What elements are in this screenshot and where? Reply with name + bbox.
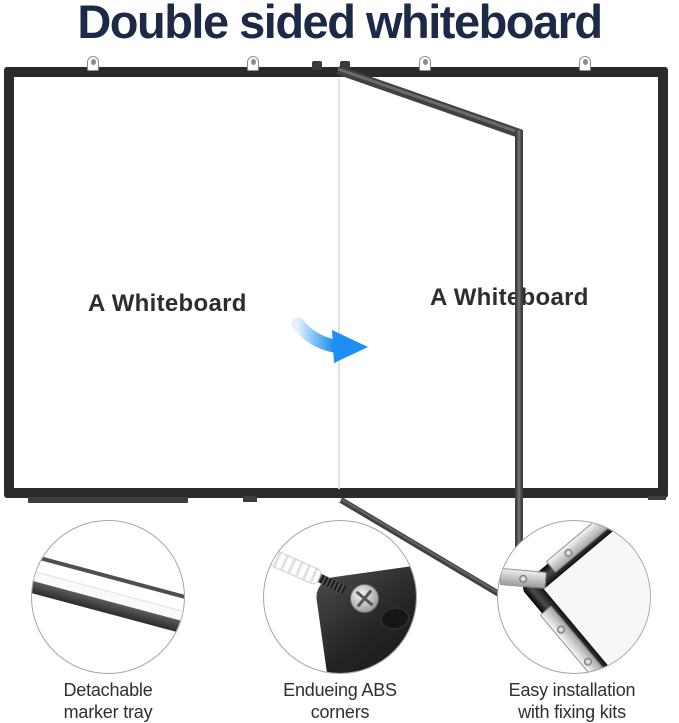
hanging-hook-icon: [419, 56, 431, 71]
feature-callout-fixing-kits: [497, 520, 651, 674]
feature-label-marker-tray: Detachable marker tray: [23, 679, 193, 723]
feature-callout-abs-corner: [263, 520, 417, 674]
feature-label-abs-corners: Endueing ABS corners: [255, 679, 425, 723]
screw-head: [350, 584, 379, 613]
hanging-hook-icon: [87, 56, 99, 71]
hook-hole: [90, 59, 96, 65]
hook-hole: [422, 59, 428, 65]
bracket-screw: [602, 521, 614, 526]
hanging-hook-icon: [247, 56, 259, 71]
feature-label-line: Detachable: [63, 680, 153, 700]
hinge-pin: [312, 61, 322, 70]
back-board-label: A Whiteboard: [430, 284, 589, 311]
bracket-screw: [555, 623, 567, 636]
bracket-screw: [518, 574, 528, 584]
wall-anchor: [266, 548, 324, 587]
hanging-hook-icon: [579, 56, 591, 71]
feature-label-line: corners: [310, 702, 370, 722]
feature-label-line: Endueing ABS: [283, 680, 397, 700]
feature-label-line: marker tray: [63, 702, 153, 722]
marker-tray-attached: [28, 497, 188, 503]
bracket-screw: [562, 547, 575, 559]
tray-clip: [243, 496, 257, 502]
whiteboard-front: [4, 67, 668, 498]
marker-tray-photo: [32, 521, 184, 673]
fold-line: [338, 78, 340, 489]
tray-tab: [648, 496, 666, 500]
feature-label-line: with fixing kits: [518, 702, 626, 722]
corner-bracket: [499, 567, 547, 589]
hook-hole: [582, 59, 588, 65]
hinge-pin: [340, 61, 350, 70]
front-board-label: A Whiteboard: [88, 290, 247, 317]
feature-label-line: Easy installation: [508, 680, 636, 700]
bracket-screw: [582, 656, 594, 668]
fixing-bracket-photo: [499, 521, 650, 673]
hook-hole: [250, 59, 256, 65]
page-title: Double sided whiteboard: [77, 0, 603, 48]
feature-callout-marker-tray: [31, 520, 185, 674]
feature-label-fixing-kits: Easy installation with fixing kits: [487, 679, 657, 723]
